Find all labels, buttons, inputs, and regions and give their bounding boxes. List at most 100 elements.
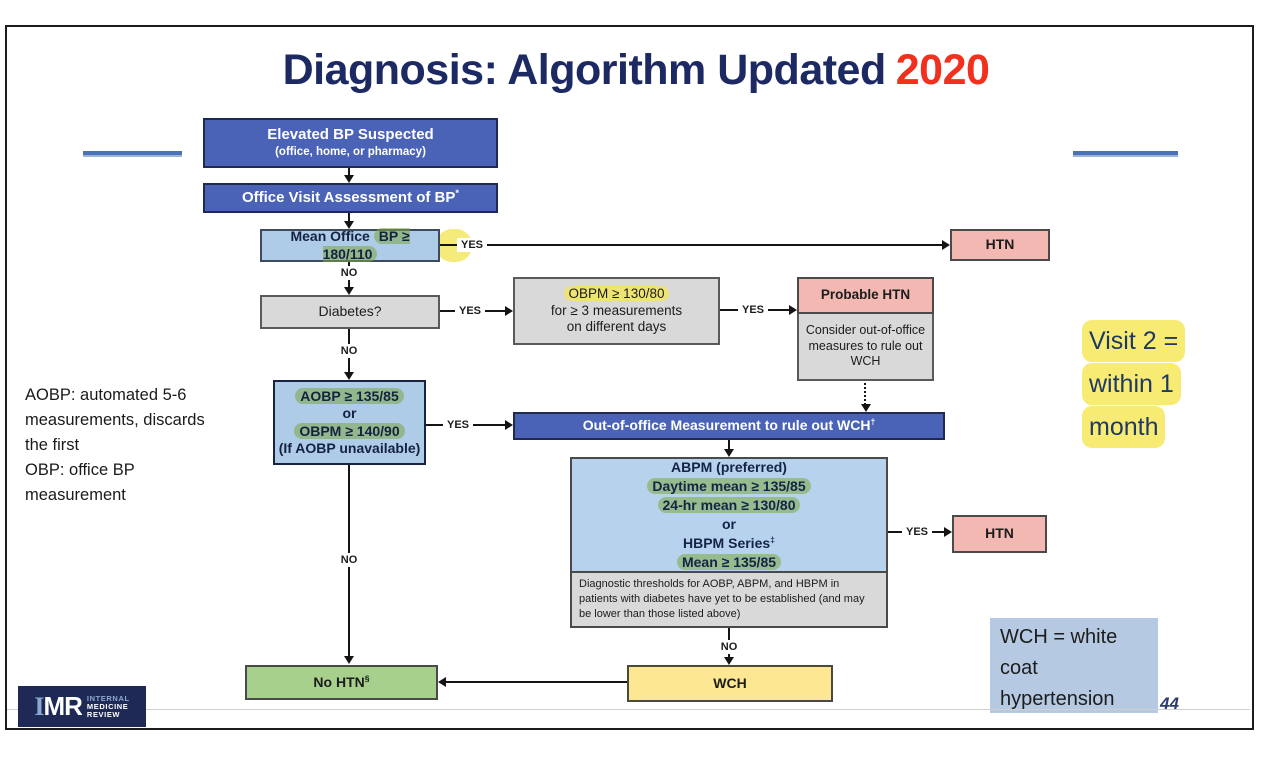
- arrowhead: [344, 175, 354, 183]
- arrowhead: [789, 305, 797, 315]
- imr-logo: IMR INTERNAL MEDICINE REVIEW: [18, 686, 146, 727]
- hbpm-series-text: HBPM Series: [683, 535, 771, 551]
- connector: [445, 681, 627, 683]
- office-visit-footnote-marker: *: [455, 187, 460, 198]
- imr-wordmark-line1: INTERNAL: [86, 693, 130, 703]
- arrowhead: [724, 657, 734, 665]
- arrowhead: [344, 656, 354, 664]
- connector: [728, 440, 730, 450]
- hbpm-mean-value: Mean ≥ 135/85: [676, 554, 782, 570]
- page-number: 44: [1160, 694, 1179, 713]
- aobp-unavailable-note: (If AOBP unavailable): [278, 440, 421, 456]
- no-htn-text: No HTN: [313, 673, 365, 690]
- imr-wordmark-line2: MEDICINE: [86, 701, 129, 711]
- abpm-footnote: Diagnostic thresholds for AOBP, ABPM, an…: [570, 573, 888, 628]
- imr-wordmark: INTERNAL MEDICINE REVIEW: [86, 693, 130, 719]
- slide-title-year: 2020: [895, 46, 990, 94]
- footer-divider: [7, 709, 1250, 710]
- arrowhead: [505, 306, 513, 316]
- label-yes: YES: [901, 525, 933, 539]
- visit2-note: Visit 2 = within 1 month: [1082, 320, 1212, 449]
- connector: [348, 213, 350, 221]
- arrowhead: [861, 404, 871, 412]
- out-of-office-footnote-marker: †: [870, 416, 876, 427]
- connector: [440, 244, 943, 246]
- box-mean-office-bp: Mean Office BP ≥ 180/110: [260, 228, 440, 263]
- htn-label: HTN: [985, 525, 1014, 542]
- visit2-line1: Visit 2 =: [1082, 320, 1186, 362]
- obpm-threshold-value: OBPM ≥ 130/80: [563, 285, 670, 301]
- mean-office-bp-label: Mean Office BP ≥ 180/110: [262, 228, 438, 263]
- elevated-bp-line1: Elevated BP Suspected: [267, 126, 434, 144]
- aobp-definition-note: AOBP: automated 5-6 measurements, discar…: [25, 386, 205, 504]
- label-no: NO: [336, 266, 362, 280]
- box-elevated-bp: Elevated BP Suspected (office, home, or …: [203, 118, 498, 168]
- arrowhead: [344, 221, 354, 229]
- obpm-threshold: OBPM ≥ 130/80: [563, 285, 670, 303]
- probable-htn-label: Probable HTN: [820, 287, 911, 303]
- abpm-preferred: ABPM (preferred): [671, 459, 787, 475]
- office-visit-text: Office Visit Assessment of BP: [241, 188, 456, 206]
- diabetes-label: Diabetes?: [318, 303, 382, 320]
- abpm-or: or: [722, 516, 736, 532]
- no-htn-label: No HTN§: [313, 674, 369, 692]
- probable-htn-header: Probable HTN: [797, 277, 934, 314]
- label-no: NO: [716, 640, 742, 654]
- imr-monogram-i: I: [34, 692, 44, 721]
- label-yes: YES: [454, 304, 486, 318]
- hbpm-mean: Mean ≥ 135/85: [676, 553, 782, 572]
- probable-htn-note: Consider out-of-office measures to rule …: [805, 323, 926, 369]
- obpm-line2: for ≥ 3 measurements: [550, 302, 683, 318]
- hbpm-footnote-marker: ‡: [770, 534, 775, 545]
- bar-out-of-office: Out-of-office Measurement to rule out WC…: [513, 412, 945, 440]
- decor-line-right: [1073, 151, 1178, 157]
- aobp-obpm-threshold: OBPM ≥ 140/90: [294, 422, 405, 441]
- aobp-obpm-value: OBPM ≥ 140/90: [294, 422, 405, 439]
- abpm-daytime-value: Daytime mean ≥ 135/85: [647, 478, 811, 494]
- office-visit-label: Office Visit Assessment of BP*: [241, 187, 460, 208]
- label-no: NO: [336, 553, 362, 567]
- abpm-24hr-value: 24-hr mean ≥ 130/80: [657, 497, 801, 513]
- arrowhead: [724, 449, 734, 457]
- elevated-bp-line2: (office, home, or pharmacy): [275, 146, 426, 159]
- decor-line-left: [83, 151, 182, 157]
- arrowhead: [505, 420, 513, 430]
- probable-htn-body: Consider out-of-office measures to rule …: [797, 314, 934, 381]
- arrowhead: [942, 240, 950, 250]
- visit2-line2: within 1: [1082, 363, 1181, 405]
- abpm-criteria: ABPM (preferred) Daytime mean ≥ 135/85 2…: [570, 457, 888, 573]
- box-obpm-diabetes: OBPM ≥ 130/80 for ≥ 3 measurements on di…: [513, 277, 720, 345]
- arrowhead: [944, 527, 952, 537]
- obpm-line3: on different days: [566, 319, 667, 335]
- box-no-htn: No HTN§: [245, 665, 438, 700]
- imr-monogram-mr: MR: [43, 691, 82, 721]
- box-htn-top: HTN: [950, 229, 1050, 261]
- abpm-daytime: Daytime mean ≥ 135/85: [647, 477, 811, 496]
- out-of-office-label: Out-of-office Measurement to rule out WC…: [583, 417, 876, 435]
- box-abpm: ABPM (preferred) Daytime mean ≥ 135/85 2…: [570, 457, 888, 628]
- abpm-24hr: 24-hr mean ≥ 130/80: [657, 496, 801, 515]
- box-diabetes: Diabetes?: [260, 295, 440, 329]
- aobp-threshold: AOBP ≥ 135/85: [295, 387, 404, 406]
- hbpm-series: HBPM Series‡: [683, 534, 775, 553]
- box-wch: WCH: [627, 665, 833, 702]
- label-yes: YES: [456, 238, 488, 252]
- abpm-footnote-text: Diagnostic thresholds for AOBP, ABPM, an…: [579, 578, 865, 620]
- label-yes: YES: [442, 418, 474, 432]
- box-probable-htn: Probable HTN Consider out-of-office meas…: [797, 277, 934, 381]
- box-htn-bottom: HTN: [952, 515, 1047, 553]
- slide-title-text: Diagnosis: Algorithm Updated: [282, 46, 887, 94]
- dotted-connector: [864, 383, 866, 405]
- label-yes: YES: [737, 303, 769, 317]
- box-aobp: AOBP ≥ 135/85 or OBPM ≥ 140/90 (If AOBP …: [273, 380, 426, 465]
- out-of-office-text: Out-of-office Measurement to rule out WC…: [582, 417, 871, 434]
- box-office-visit: Office Visit Assessment of BP*: [203, 183, 498, 213]
- visit2-line3: month: [1082, 406, 1166, 448]
- arrowhead: [344, 287, 354, 295]
- wch-label: WCH: [713, 674, 747, 691]
- imr-wordmark-line3: REVIEW: [86, 709, 121, 719]
- aobp-or: or: [342, 405, 357, 421]
- arrowhead: [344, 372, 354, 380]
- imr-monogram: IMR: [34, 691, 83, 721]
